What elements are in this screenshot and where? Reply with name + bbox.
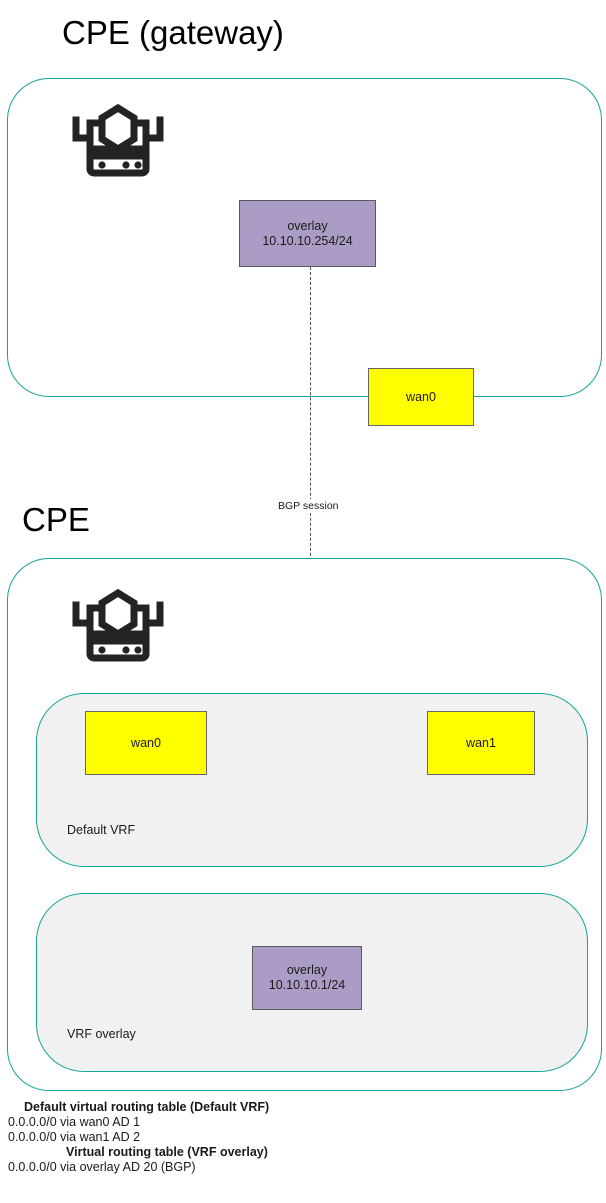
cpe-wan1-node-label: wan1	[466, 735, 496, 750]
cpe-wan1-node[interactable]: wan1	[427, 711, 535, 775]
cpe-overlay-node[interactable]: overlay 10.10.10.1/24	[252, 946, 362, 1010]
router-icon	[60, 587, 176, 669]
default-vrf-label: Default VRF	[67, 823, 136, 837]
cpe-overlay-node-name: overlay	[286, 963, 328, 978]
cpe-overlay-node-address: 10.10.10.1/24	[268, 978, 346, 992]
gateway-wan0-node[interactable]: wan0	[368, 368, 474, 426]
gateway-overlay-node-name: overlay	[287, 218, 328, 233]
routing-table-route: 0.0.0.0/0 via wan1 AD 2	[8, 1130, 141, 1144]
gateway-overlay-node-address: 10.10.10.254/24	[262, 233, 353, 248]
routing-table-route: 0.0.0.0/0 via overlay AD 20 (BGP)	[8, 1160, 196, 1174]
routing-table-heading: Virtual routing table (VRF overlay)	[66, 1145, 268, 1159]
gateway-overlay-node[interactable]: overlay 10.10.10.254/24	[239, 200, 376, 267]
router-icon	[60, 102, 176, 184]
routing-table-route: 0.0.0.0/0 via wan0 AD 1	[8, 1115, 141, 1129]
routing-table-heading: Default virtual routing table (Default V…	[24, 1100, 270, 1114]
gateway-wan0-node-label: wan0	[406, 389, 436, 404]
bgp-session-label: BGP session	[276, 499, 341, 513]
cpe-title: CPE	[22, 501, 90, 538]
cpe-wan0-node-label: wan0	[131, 735, 161, 750]
routing-tables-legend: Default virtual routing table (Default V…	[0, 1100, 606, 1175]
cpe-wan0-node[interactable]: wan0	[85, 711, 207, 775]
vrf-overlay-label: VRF overlay	[67, 1027, 136, 1041]
gateway-title: CPE (gateway)	[62, 14, 284, 51]
